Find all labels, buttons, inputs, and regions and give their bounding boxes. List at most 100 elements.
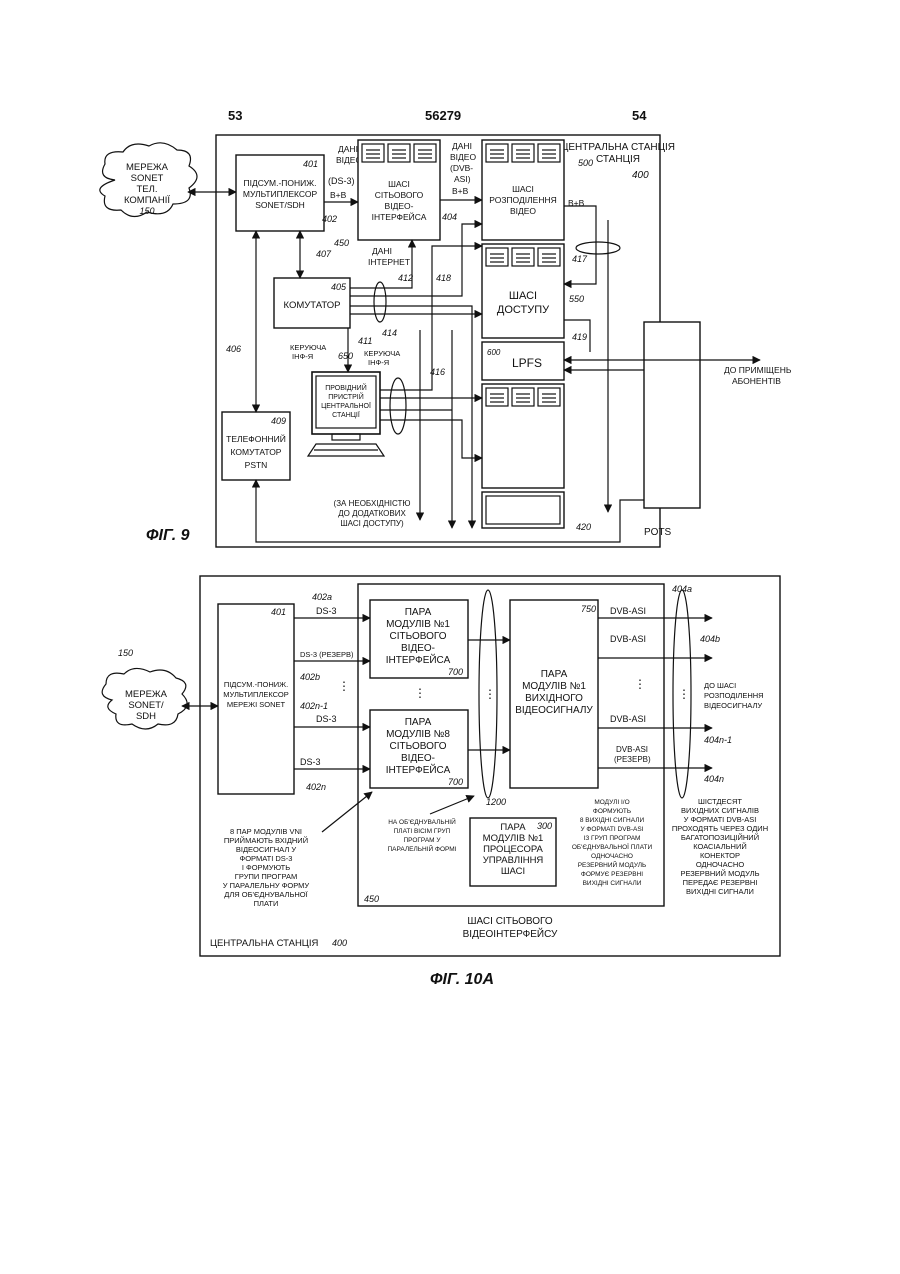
ref-402: 402 <box>322 214 337 224</box>
output-pair-line-3: ВИХІДНОГО <box>525 693 583 704</box>
note-right-6: КОАСІАЛЬНИЙ <box>693 842 747 851</box>
processor-line-3: ПРОЦЕСОРА <box>483 844 543 855</box>
note-right-4: ПРОХОДЯТЬ ЧЕРЕЗ ОДИН <box>672 824 768 833</box>
terminal-line-4: СТАНЦІЇ <box>332 411 360 419</box>
note-left-8: ДЛЯ ОБ'ЄДНУВАЛЬНОЇ <box>224 890 308 899</box>
extra-note-1: (ЗА НЕОБХІДНІСТЮ <box>334 499 411 508</box>
note-mid-3: ПРОГРАМ У <box>403 837 441 844</box>
dist-chassis-ref: 500 <box>578 158 593 168</box>
output-dots-2: ⋮ <box>678 687 690 701</box>
net-chassis-line-3: ВІДЕО- <box>385 201 414 211</box>
pstn-line-3: PSTN <box>245 460 268 470</box>
ref-402n1: 402n-1 <box>300 701 328 711</box>
dist-chassis-line-2: РОЗПОДІЛЕННЯ <box>489 195 557 205</box>
output-pair-line-4: ВІДЕОСИГНАЛУ <box>515 705 593 716</box>
fig9-data-video-1: ДАНІ <box>338 144 358 154</box>
cloud-ref: 150 <box>139 206 154 216</box>
ref-402n: 402n <box>306 782 326 792</box>
fig9-dvb-2: ВІДЕО <box>450 152 476 162</box>
note-io-6: ОБ'ЄДНУВАЛЬНОЇ ПЛАТИ <box>572 843 653 851</box>
pstn-line-1: ТЕЛЕФОННИЙ <box>226 433 286 444</box>
fig10-cloud-ref: 150 <box>118 648 133 658</box>
dist-note-2: РОЗПОДІЛЕННЯ <box>704 691 764 700</box>
terminal-line-1: ПРОВІДНИЙ <box>325 383 366 392</box>
access-chassis-ref: 550 <box>569 294 584 304</box>
processor-line-5: ШАСІ <box>501 866 525 877</box>
extra-chassis <box>482 384 564 488</box>
processor-line-4: УПРАВЛІННЯ <box>483 855 544 866</box>
note-io-5: ІЗ ГРУП ПРОГРАМ <box>584 835 641 842</box>
ref-412: 412 <box>398 273 413 283</box>
page-number-right: 54 <box>632 108 647 123</box>
note-mid-4: ПАРАЛЕЛЬНІЙ ФОРМІ <box>388 844 457 853</box>
processor-line-1: ПАРА <box>500 822 526 833</box>
switch-label: КОМУТАТОР <box>284 300 341 311</box>
note-left-2: ПРИЙМАЮТЬ ВХІДНИЙ <box>224 836 308 845</box>
note-left-3: ВІДЕОСИГНАЛ У <box>236 845 296 854</box>
input-ds3-b: DS-3 <box>316 714 337 724</box>
pair8-line-1: ПАРА <box>405 717 432 728</box>
net-chassis-line-2: СІТЬОВОГО <box>375 190 424 200</box>
output-pair-line-1: ПАРА <box>541 669 568 680</box>
access-chassis-line-2: ДОСТУПУ <box>497 304 550 316</box>
ref-418: 418 <box>436 273 451 283</box>
note-left-6: ГРУПИ ПРОГРАМ <box>235 872 297 881</box>
ref-402a: 402a <box>312 592 332 602</box>
mux-line-2: МУЛЬТИПЛЕКСОР <box>243 189 318 199</box>
figure-9: ЦЕНТРАЛЬНА СТАНЦІЯ СТАНЦІЯ 400 МЕРЕЖА SO… <box>100 135 792 547</box>
note-io-9: ФОРМУЄ РЕЗЕРВНІ <box>581 871 643 878</box>
fig9-caption: ФІГ. 9 <box>146 527 190 544</box>
output-asi-4: DVB-ASI <box>616 745 648 754</box>
fig10-chassis-ref: 450 <box>364 894 379 904</box>
ref-407: 407 <box>316 249 332 259</box>
fig10-caption: ФІГ. 10А <box>430 971 494 988</box>
lpfs-ref: 600 <box>487 348 501 357</box>
fig9-data-video-4: В+В <box>330 190 347 200</box>
fig10-mux-box <box>218 604 294 794</box>
fig10-sonet-cloud: МЕРЕЖА SONET/ SDH 150 <box>102 648 187 729</box>
pair8-ref: 700 <box>448 777 463 787</box>
note-io-8: РЕЗЕРВНИЙ МОДУЛЬ <box>578 860 647 869</box>
pair-dots: ⋮ <box>414 686 426 700</box>
figure-10a: МЕРЕЖА SONET/ SDH 150 401 ПІДСУМ.-ПОНИЖ.… <box>102 576 780 988</box>
processor-line-2: МОДУЛІВ №1 <box>483 833 544 844</box>
central-station-label-2: СТАНЦІЯ <box>596 154 640 165</box>
input-dots: ⋮ <box>338 679 350 693</box>
output-asi-3: DVB-ASI <box>610 714 646 724</box>
subscribers-line-1: ДО ПРИМІЩЕНЬ <box>724 365 792 375</box>
input-ds3-reserve: DS-3 (РЕЗЕРВ) <box>300 650 354 659</box>
output-pair-line-2: МОДУЛІВ №1 <box>522 681 586 692</box>
fig10-mux-line-3: МЕРЕЖІ SONET <box>227 700 286 709</box>
note-left-7: У ПАРАЛЕЛЬНУ ФОРМУ <box>223 881 310 890</box>
terminal-line-2: ПРИСТРІЙ <box>328 392 363 401</box>
dist-chassis-line-3: ВІДЕО <box>510 206 536 216</box>
note-left-5: І ФОРМУЮТЬ <box>242 863 290 872</box>
note-io-10: ВИХІДНІ СИГНАЛИ <box>583 880 642 887</box>
mux-line-1: ПІДСУМ.-ПОНИЖ. <box>244 178 317 188</box>
note-right-3: У ФОРМАТІ DVB-ASI <box>684 815 757 824</box>
input-ds3-a: DS-3 <box>316 606 337 616</box>
pair1-line-4: ВІДЕО- <box>401 643 435 654</box>
output-asi-1: DVB-ASI <box>610 606 646 616</box>
note-left-4: ФОРМАТІ DS-3 <box>240 854 293 863</box>
fig9-dvb-5: В+В <box>452 186 469 196</box>
fig10-mux-line-1: ПІДСУМ.-ПОНИЖ. <box>224 680 288 689</box>
extra-note-2: ДО ДОДАТКОВИХ <box>338 509 406 518</box>
note-right-7: КОНЕКТОР <box>700 851 740 860</box>
pair1-line-3: СІТЬОВОГО <box>390 631 447 642</box>
ref-404n: 404n <box>704 774 724 784</box>
ref-414: 414 <box>382 328 397 338</box>
mux-ref: 401 <box>303 159 318 169</box>
pots-label: POTS <box>644 527 672 538</box>
ref-419: 419 <box>572 332 587 342</box>
control-left-1: КЕРУЮЧА <box>290 343 326 352</box>
bus-dots: ⋮ <box>484 687 496 701</box>
fig10-cloud-line-3: SDH <box>136 711 156 722</box>
cloud-line-2: SONET <box>131 173 164 184</box>
patent-number: 56279 <box>425 108 461 123</box>
pair8-line-4: ВІДЕО- <box>401 753 435 764</box>
ref-417: 417 <box>572 254 588 264</box>
pair1-line-2: МОДУЛІВ №1 <box>386 619 450 630</box>
processor-ref: 300 <box>537 821 552 831</box>
